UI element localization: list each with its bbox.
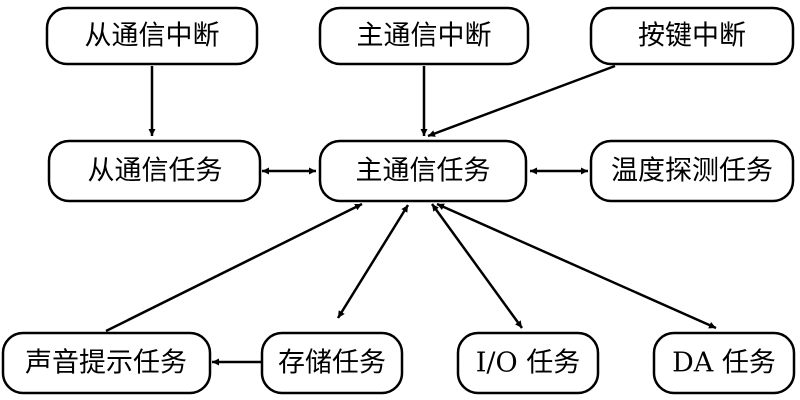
node-box — [456, 331, 600, 395]
node-master-comm-task: 主通信任务 — [318, 139, 528, 203]
node-label: 从通信中断 — [85, 21, 220, 52]
node-io-task: I/O 任务 — [456, 331, 600, 395]
node-label: 主通信中断 — [357, 21, 492, 52]
node-label: 温度探测任务 — [611, 156, 773, 187]
edge-storage-task-to-master-comm-task — [336, 204, 410, 319]
node-box — [47, 139, 262, 203]
node-box — [1, 331, 212, 395]
node-label: 主通信任务 — [356, 156, 491, 187]
node-temp-detect-task: 温度探测任务 — [589, 139, 795, 203]
node-box — [589, 6, 795, 66]
node-label: 从通信任务 — [88, 156, 223, 187]
node-da-task: DA 任务 — [652, 331, 796, 395]
node-label: 按键中断 — [638, 21, 746, 52]
node-box — [260, 331, 404, 395]
node-slave-comm-interrupt: 从通信中断 — [45, 6, 259, 66]
node-label: 声音提示任务 — [25, 348, 187, 379]
node-key-interrupt: 按键中断 — [589, 6, 795, 66]
node-storage-task: 存储任务 — [260, 331, 404, 395]
node-box — [589, 139, 795, 203]
node-box — [318, 6, 530, 66]
edges-layer — [105, 64, 717, 366]
node-label: 存储任务 — [278, 348, 386, 379]
node-sound-prompt-task: 声音提示任务 — [1, 331, 212, 395]
node-slave-comm-task: 从通信任务 — [47, 139, 262, 203]
node-box — [45, 6, 259, 66]
edge-sound-prompt-task-to-master-comm-task — [105, 202, 363, 333]
node-box — [652, 331, 796, 395]
node-box — [318, 139, 528, 203]
edge-da-task-to-master-comm-task — [436, 202, 717, 330]
node-label: DA 任务 — [672, 348, 776, 379]
node-master-comm-interrupt: 主通信中断 — [318, 6, 530, 66]
edge-key-interrupt-to-master-comm-task — [427, 64, 616, 138]
node-label: I/O 任务 — [476, 348, 580, 379]
